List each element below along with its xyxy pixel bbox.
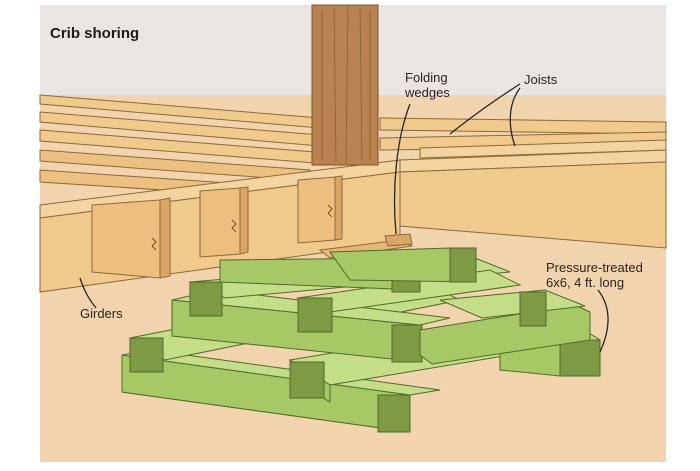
timber	[121, 349, 441, 433]
girder-right	[399, 139, 667, 249]
joists-leader-2	[509, 87, 521, 147]
timber	[329, 247, 477, 283]
folding-wedges-label: Folding	[405, 70, 448, 85]
figure-title: Crib shoring	[50, 25, 139, 42]
joists-leader-1	[449, 83, 521, 135]
leader-lines	[79, 83, 609, 353]
vertical-post	[311, 4, 379, 166]
folding-wedges-leader	[393, 103, 411, 235]
joists-label: Joists	[524, 72, 558, 87]
timber-leader	[597, 289, 609, 353]
girders-leader	[79, 277, 97, 309]
timber	[419, 289, 591, 365]
timber-label: Pressure-treated	[546, 260, 643, 275]
crib-timbers	[121, 247, 602, 433]
timber-label: 6x6, 4 ft. long	[546, 275, 624, 290]
folding-wedges-label: wedges	[404, 85, 450, 100]
girders-label: Girders	[80, 306, 123, 321]
joist-ends	[91, 175, 343, 279]
